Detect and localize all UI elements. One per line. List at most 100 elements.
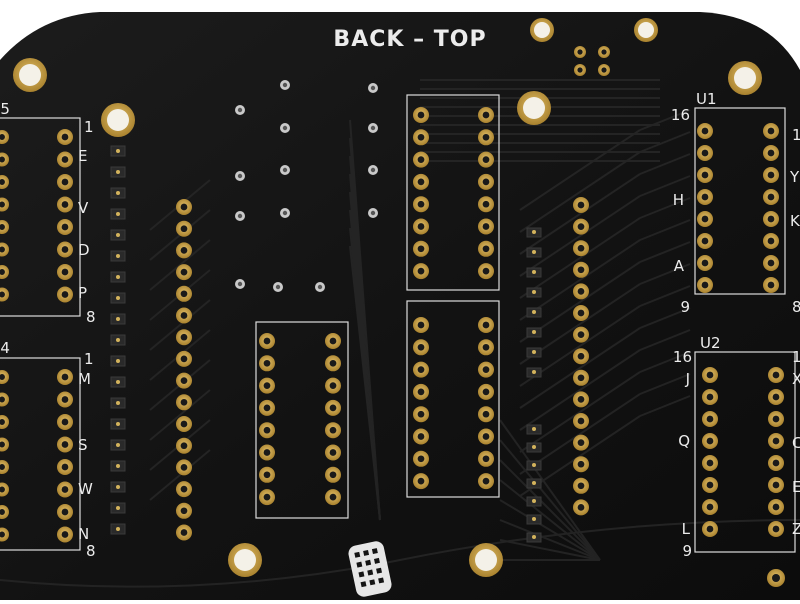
u1-pin-first: 16 [671, 106, 690, 124]
pad-hole [417, 388, 425, 396]
pad-hole [577, 201, 585, 209]
pad-hole [772, 503, 780, 511]
trace [499, 539, 601, 561]
trace [639, 241, 691, 263]
u1-pin-last: 9 [680, 298, 690, 316]
silk-rect [255, 321, 349, 519]
header-pin-dot [532, 463, 536, 467]
pad-hole [482, 223, 490, 230]
pad-hole [0, 486, 5, 493]
header-pin-dot [116, 212, 120, 216]
via-center [282, 125, 288, 131]
header-pin-dot [116, 527, 120, 531]
pad-hole [0, 201, 5, 208]
pad-hole [263, 404, 271, 412]
pad-hole [767, 193, 775, 201]
pad-hole [180, 225, 188, 233]
pad-hole [180, 377, 188, 384]
pad-hole [263, 493, 271, 501]
pad-hole [706, 459, 714, 467]
header-pin-dot [532, 499, 536, 503]
pad-hole [61, 486, 69, 493]
pad-hole [482, 366, 490, 373]
header-pin-dot [116, 443, 120, 447]
pad-hole [61, 463, 69, 471]
via-center [275, 284, 281, 290]
pad-hole [417, 477, 425, 485]
header-pin-dot [116, 233, 120, 237]
pad-hole [0, 179, 5, 185]
pad-hole [601, 67, 607, 73]
pad-hole [482, 410, 490, 418]
pad-hole [417, 343, 425, 351]
pad-hole [0, 156, 5, 163]
j4-letter: S [78, 436, 88, 454]
pad-hole [417, 200, 425, 208]
pad-hole [482, 267, 490, 275]
pad-hole [482, 245, 490, 253]
pad-hole [772, 459, 780, 467]
trace [499, 499, 601, 561]
header-pin-dot [532, 445, 536, 449]
pad-hole [180, 507, 188, 515]
trace [519, 371, 641, 453]
pad-hole [0, 134, 5, 140]
pad-hole [701, 237, 709, 245]
trace [639, 373, 691, 395]
pad-hole [0, 464, 5, 470]
via-center [237, 173, 243, 179]
pad-hole [701, 259, 709, 267]
pad-hole [263, 471, 271, 479]
pad-hole [577, 266, 585, 274]
pad-hole [417, 267, 425, 275]
trace [639, 197, 691, 219]
pad-hole [61, 508, 69, 516]
header-pin-dot [116, 359, 120, 363]
trace [639, 351, 691, 373]
trace [519, 349, 641, 431]
silk-rect [694, 351, 796, 553]
header-pin-dot [116, 380, 120, 384]
u2-letter: L [682, 520, 691, 538]
j4-pin-last: 8 [86, 542, 96, 560]
through-hole-pads [0, 18, 785, 587]
pad-hole [263, 359, 271, 367]
trace [499, 419, 601, 561]
u1-pin-right-bottom: 8 [792, 298, 800, 316]
header-pin-dot [532, 427, 536, 431]
header-pin-dot [116, 191, 120, 195]
pad-hole [180, 333, 188, 341]
pad-hole [577, 49, 583, 55]
pad-hole [772, 525, 780, 533]
header-pin-dot [532, 350, 536, 354]
trace [639, 153, 691, 175]
pad-hole [482, 477, 490, 485]
pad-hole [61, 268, 69, 276]
trace [519, 239, 641, 321]
pad-hole [417, 156, 425, 163]
pad-hole [706, 525, 714, 533]
pad-hole [329, 493, 337, 501]
u2-ref-label: U2 [700, 334, 721, 352]
pad-hole [417, 223, 425, 230]
header-pin-dot [116, 296, 120, 300]
logo-dot [358, 571, 365, 578]
pad-hole [577, 223, 585, 230]
j5-pin-first: 1 [84, 118, 94, 136]
pad-hole [329, 449, 337, 456]
pad-hole [61, 531, 69, 538]
u2-letter: J [685, 370, 690, 388]
pad-hole [417, 455, 425, 463]
silk-rect [406, 94, 500, 291]
pad-hole [61, 246, 69, 253]
pad-hole [701, 149, 709, 157]
pad-hole [577, 331, 585, 338]
logo-dot [376, 567, 383, 574]
mounting-hole-center [234, 549, 256, 571]
header-pin-dot [116, 485, 120, 489]
pad-hole [417, 433, 425, 440]
trace [149, 389, 211, 441]
pad-hole [577, 504, 585, 511]
pad-hole [577, 374, 585, 382]
via-holes [235, 80, 378, 292]
